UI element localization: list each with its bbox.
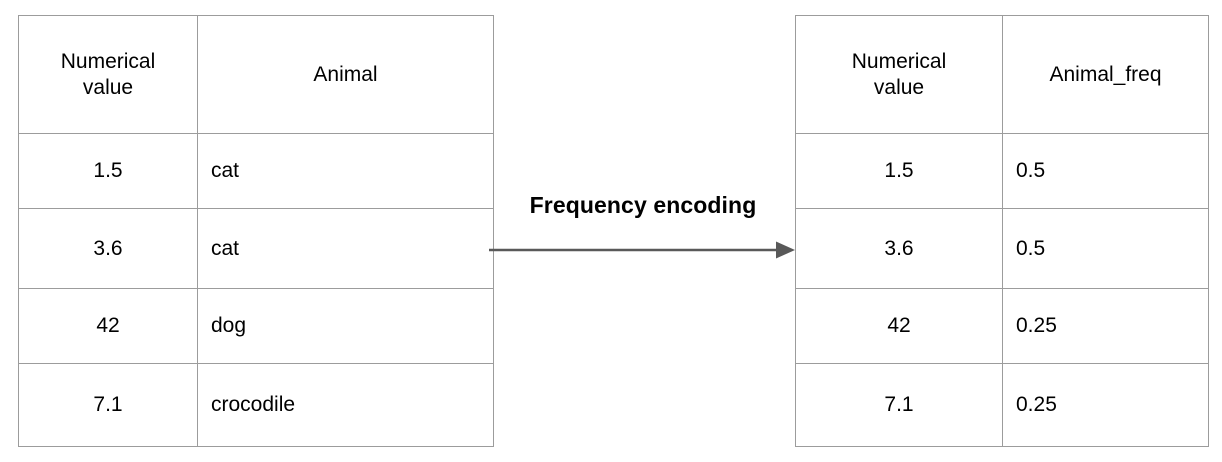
table-row: 7.1 0.25 xyxy=(795,363,1209,447)
source-cell-animal: cat xyxy=(197,208,494,289)
encoded-cell-freq: 0.25 xyxy=(1002,288,1209,364)
source-cell-animal: dog xyxy=(197,288,494,364)
encoded-cell-value: 7.1 xyxy=(795,363,1003,447)
table-row: 42 dog xyxy=(18,288,494,364)
encoded-cell-freq: 0.5 xyxy=(1002,208,1209,289)
table-row: 3.6 0.5 xyxy=(795,208,1209,289)
table-row: 3.6 cat xyxy=(18,208,494,289)
encoded-table: Numerical value Animal_freq 1.5 0.5 3.6 … xyxy=(795,15,1209,447)
source-cell-value: 3.6 xyxy=(18,208,198,289)
arrow-right-icon xyxy=(488,236,796,264)
table-row: 42 0.25 xyxy=(795,288,1209,364)
source-cell-animal: crocodile xyxy=(197,363,494,447)
table-row: 1.5 cat xyxy=(18,133,494,209)
table-row: 7.1 crocodile xyxy=(18,363,494,447)
header-line-1: Numerical xyxy=(851,49,947,73)
arrow-label: Frequency encoding xyxy=(529,192,757,218)
source-cell-animal: cat xyxy=(197,133,494,209)
encoded-header-numerical-value: Numerical value xyxy=(795,15,1003,134)
header-line-2: value xyxy=(82,75,134,99)
source-cell-value: 7.1 xyxy=(18,363,198,447)
table-header-row: Numerical value Animal xyxy=(18,15,494,134)
source-cell-value: 1.5 xyxy=(18,133,198,209)
source-header-animal: Animal xyxy=(197,15,494,134)
encoded-header-animal-freq: Animal_freq xyxy=(1002,15,1209,134)
source-header-numerical-value: Numerical value xyxy=(18,15,198,134)
source-table: Numerical value Animal 1.5 cat 3.6 cat 4… xyxy=(18,15,494,447)
source-cell-value: 42 xyxy=(18,288,198,364)
encoded-cell-freq: 0.5 xyxy=(1002,133,1209,209)
encoded-cell-freq: 0.25 xyxy=(1002,363,1209,447)
table-header-row: Numerical value Animal_freq xyxy=(795,15,1209,134)
encoded-cell-value: 42 xyxy=(795,288,1003,364)
encoded-cell-value: 1.5 xyxy=(795,133,1003,209)
encoded-cell-value: 3.6 xyxy=(795,208,1003,289)
header-line-2: value xyxy=(873,75,925,99)
table-row: 1.5 0.5 xyxy=(795,133,1209,209)
header-line-1: Numerical xyxy=(60,49,156,73)
